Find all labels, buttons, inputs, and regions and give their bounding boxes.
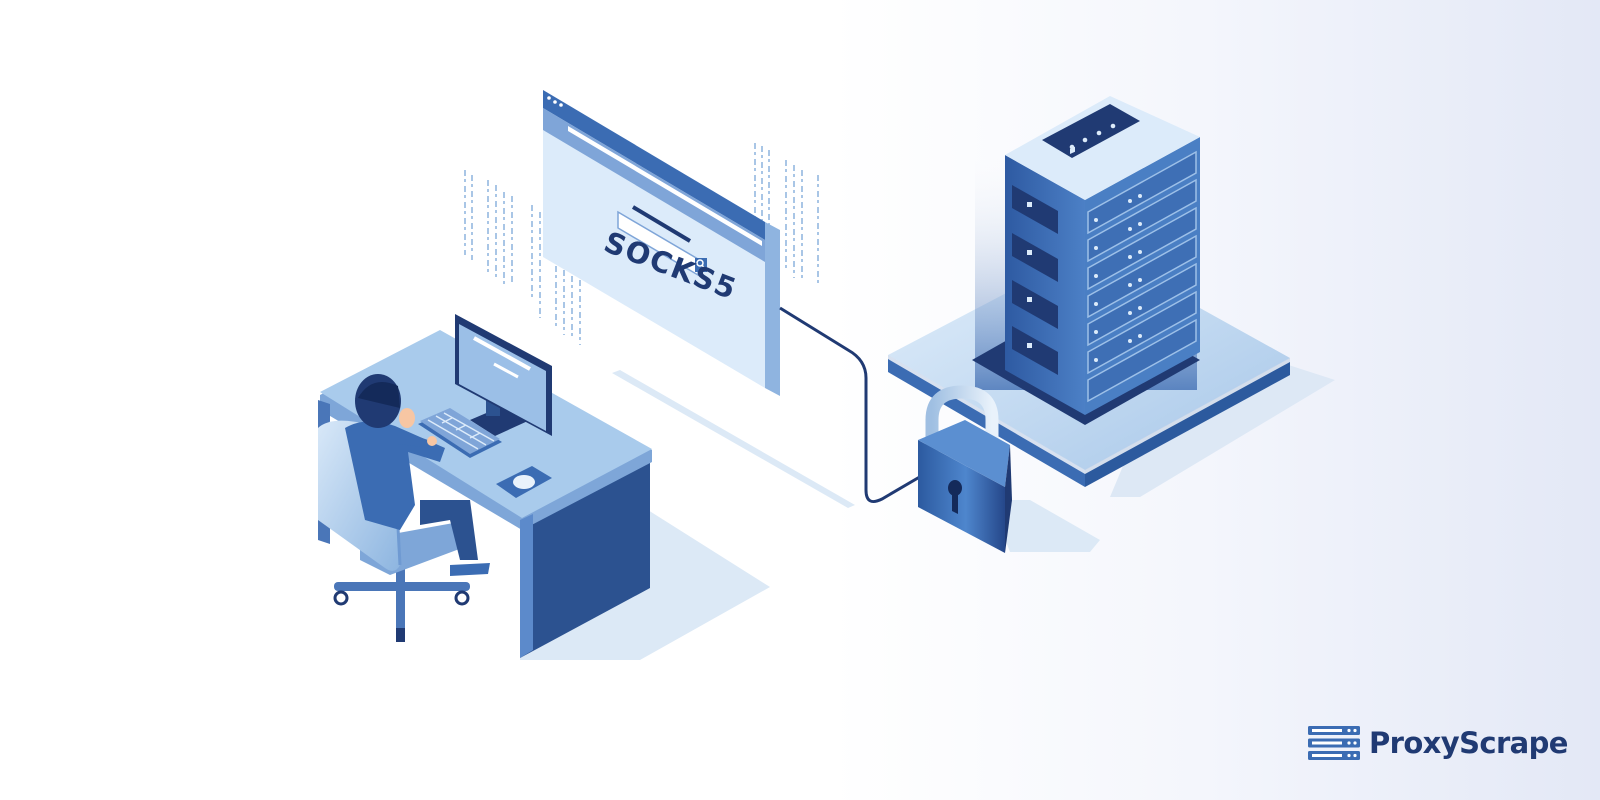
keyboard xyxy=(418,408,502,458)
rack-units-right xyxy=(1087,150,1197,403)
server-stack-icon xyxy=(1308,726,1360,760)
mouse xyxy=(496,466,552,498)
lock-shadow xyxy=(990,500,1100,552)
server-rack-icon xyxy=(972,96,1200,425)
browser-window: SOCKS5 xyxy=(543,90,780,396)
rack-slots-left xyxy=(1012,185,1058,375)
code-lines-right xyxy=(754,143,819,285)
search-icon xyxy=(695,258,707,272)
browser-shadow xyxy=(612,370,855,508)
monitor xyxy=(455,314,552,436)
padlock-icon xyxy=(918,385,1012,553)
network-cable xyxy=(779,306,936,503)
person xyxy=(345,374,490,576)
brand-logo: ProxyScrape xyxy=(1308,726,1568,760)
brand-name: ProxyScrape xyxy=(1369,726,1568,760)
